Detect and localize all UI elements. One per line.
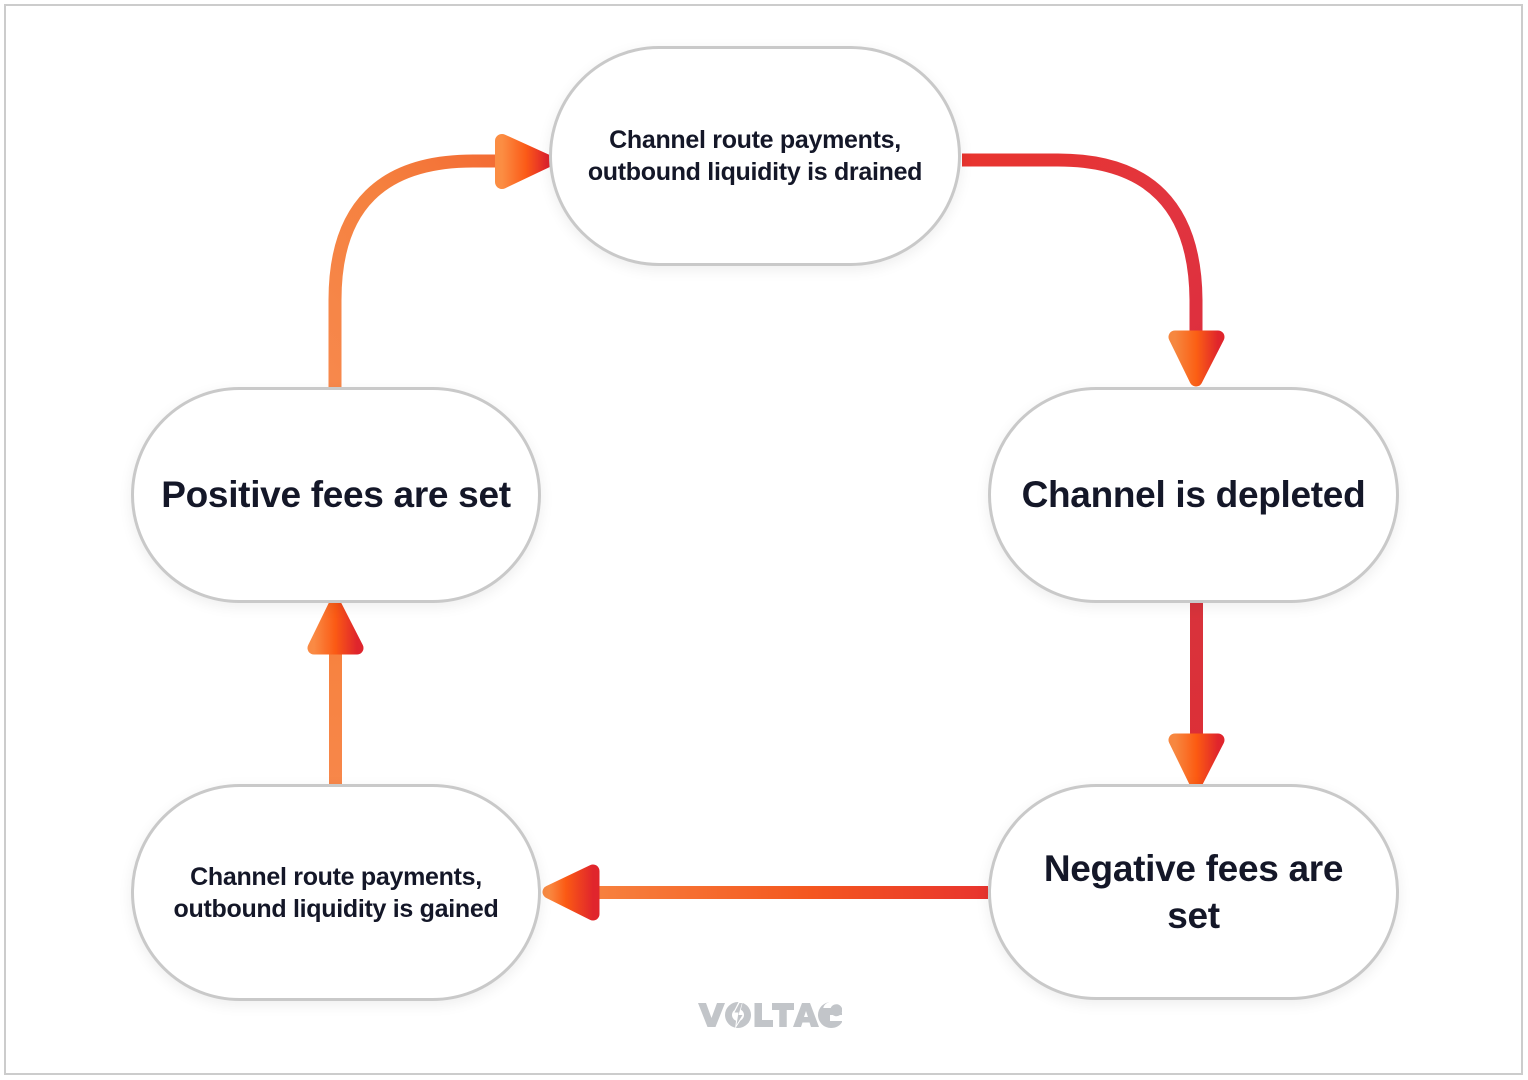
edge-bottomright-to-bottomleft-line — [592, 886, 988, 899]
edge-top-to-right-arrowhead — [1168, 330, 1225, 387]
node-top-label-line2: outbound liquidity is drained — [587, 158, 923, 186]
edge-top-to-right — [962, 153, 1225, 387]
edge-bottomleft-to-left-line — [329, 645, 342, 784]
node-channel-is-depleted[interactable]: Channel is depleted — [988, 387, 1399, 603]
edge-left-to-top-arrowhead — [495, 134, 553, 189]
edge-right-to-bottomright-arrowhead — [1168, 733, 1225, 790]
edge-bottomleft-to-left — [307, 598, 364, 784]
node-top-label: Channel route payments, outbound liquidi… — [562, 124, 948, 188]
edge-right-to-bottomright — [1168, 600, 1225, 790]
node-top-label-line1: Channel route payments, — [609, 126, 901, 154]
edge-top-to-right-line — [962, 153, 1203, 338]
node-positive-fees-are-set[interactable]: Positive fees are set — [131, 387, 541, 603]
voltage-logo: VOLTAGE — [697, 998, 842, 1032]
edge-bottomright-to-bottomleft-arrowhead — [542, 864, 600, 921]
node-bottomleft-label-line1: Channel route payments, — [190, 862, 482, 891]
edge-left-to-top — [328, 134, 553, 388]
node-channel-route-payments-drained[interactable]: Channel route payments, outbound liquidi… — [549, 46, 961, 266]
edge-right-to-bottomright-line — [1190, 600, 1203, 742]
node-channel-route-payments-gained[interactable]: Channel route payments, outbound liquidi… — [131, 784, 541, 1001]
edge-left-to-top-line — [328, 154, 512, 388]
node-bottomright-label: Negative fees are set — [1043, 847, 1344, 936]
node-left-label: Positive fees are set — [161, 474, 511, 516]
node-negative-fees-are-set[interactable]: Negative fees are set — [988, 784, 1399, 1000]
voltage-wordmark-icon — [698, 1001, 842, 1029]
edge-bottomright-to-bottomleft — [542, 864, 988, 921]
node-right-label: Channel is depleted — [1021, 474, 1366, 516]
node-bottomleft-label-line2: outbound liquidity is gained — [173, 894, 499, 923]
edge-bottomleft-to-left-arrowhead — [307, 598, 364, 655]
node-bottomleft-label: Channel route payments, outbound liquidi… — [148, 861, 525, 925]
